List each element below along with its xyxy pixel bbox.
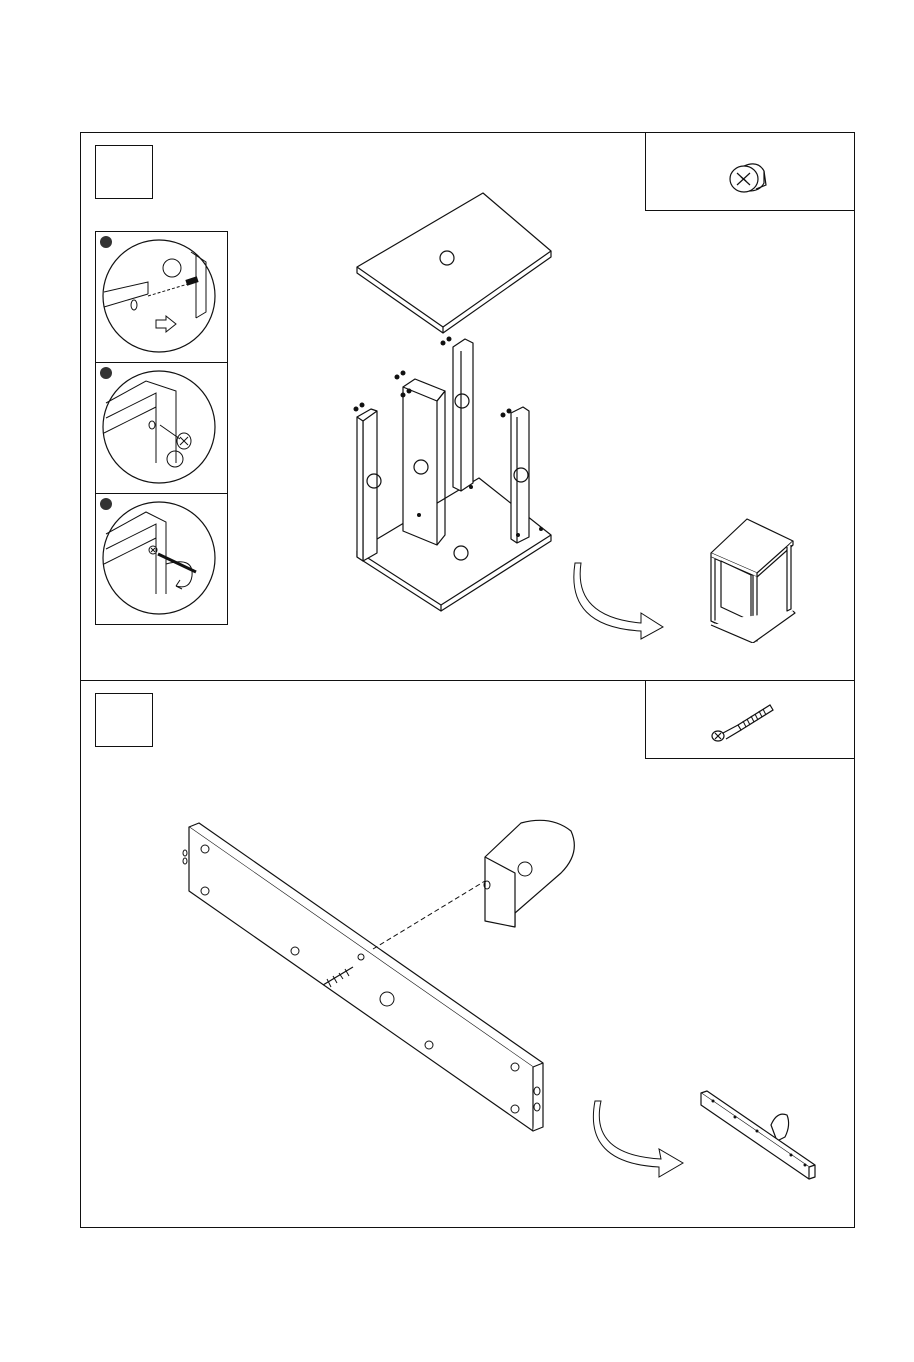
step-2-panel <box>80 680 855 1228</box>
assembled-frame-icon <box>691 513 811 643</box>
assembled-rail-icon <box>691 1081 831 1191</box>
step-1-panel <box>80 132 855 681</box>
